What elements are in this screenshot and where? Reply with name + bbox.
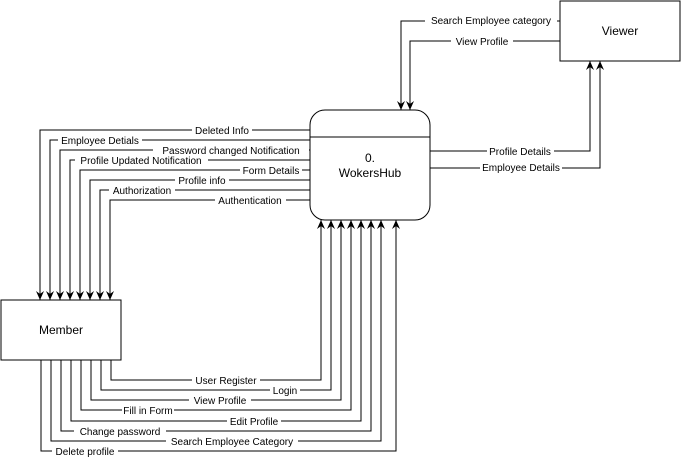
label-deleted-info: Deleted Info (195, 126, 249, 137)
label-authentication: Authentication (218, 196, 281, 207)
flow-authorization (96, 189, 310, 300)
viewer-entity[interactable]: Viewer (559, 0, 681, 62)
label-member-view-profile: View Profile (194, 396, 247, 407)
flow-profile-updated-notification (66, 159, 310, 300)
label-viewer-employee-details: Employee Details (482, 163, 560, 174)
label-search-employee-category: Search Employee category (431, 16, 551, 27)
flow-edit-profile (70, 220, 365, 422)
flow-employee-detials (46, 139, 310, 300)
member-label: Member (39, 323, 83, 337)
process-wokershub[interactable]: 0. WokersHub (309, 109, 431, 221)
label-search-employee-category-member: Search Employee Category (171, 437, 293, 448)
flow-profile-details (430, 61, 594, 152)
label-form-details: Form Details (243, 166, 300, 177)
flow-change-password (60, 220, 375, 432)
label-viewer-view-profile: View Profile (456, 37, 509, 48)
flow-authentication (106, 199, 310, 300)
flow-form-details (76, 169, 310, 300)
viewer-label: Viewer (602, 24, 638, 38)
flow-delete-profile (40, 220, 400, 452)
flow-login (100, 220, 335, 391)
label-profile-info: Profile info (178, 176, 226, 187)
label-user-register: User Register (195, 376, 257, 387)
process-name: WokersHub (339, 166, 402, 180)
member-entity[interactable]: Member (0, 299, 122, 361)
label-fill-in-form: Fill in Form (123, 406, 172, 417)
label-employee-detials: Employee Detials (61, 136, 139, 147)
label-profile-details: Profile Details (489, 147, 551, 158)
flow-fill-in-form (80, 220, 355, 411)
flow-user-register (110, 220, 325, 381)
flow-member-view-profile (90, 220, 345, 401)
label-delete-profile: Delete profile (56, 447, 115, 458)
flow-profile-info (86, 179, 310, 300)
label-profile-updated-notification: Profile Updated Notification (80, 156, 201, 167)
label-authorization: Authorization (113, 186, 171, 197)
label-edit-profile: Edit Profile (230, 417, 279, 428)
flow-viewer-view-profile (406, 40, 560, 110)
label-login: Login (273, 386, 297, 397)
process-number: 0. (365, 151, 375, 165)
label-password-changed-notification: Password changed Notification (162, 146, 299, 157)
label-change-password: Change password (80, 427, 161, 438)
flow-search-employee-category (397, 20, 560, 110)
